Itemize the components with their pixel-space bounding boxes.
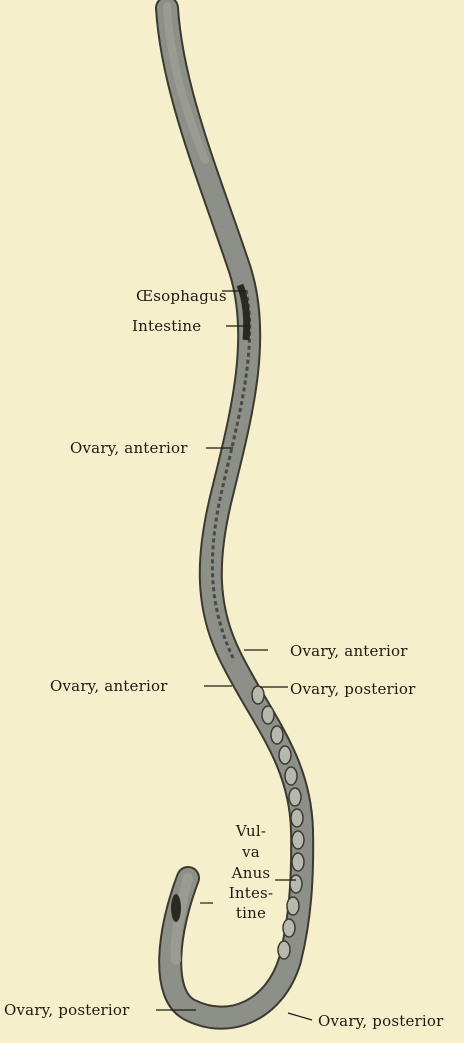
label-ovary-posterior-2: Ovary, posterior xyxy=(4,1001,130,1019)
label-intestine-anterior: Intestine xyxy=(132,317,201,335)
label-vulva-line1: Vul- xyxy=(228,822,274,840)
label-intestine-posterior-line1: Intes- xyxy=(216,884,286,902)
label-esophagus: Œsophagus xyxy=(136,287,227,305)
label-ovary-anterior-1: Ovary, anterior xyxy=(70,439,188,457)
posterior-intestine-spot xyxy=(171,894,181,922)
label-vulva-line2: va xyxy=(228,843,274,861)
label-ovary-anterior-2: Ovary, anterior xyxy=(290,642,408,660)
label-anus: Anus xyxy=(220,864,282,882)
label-ovary-posterior-1: Ovary, posterior xyxy=(290,680,416,698)
label-intestine-posterior-line2: tine xyxy=(216,904,286,922)
label-ovary-anterior-3: Ovary, anterior xyxy=(50,677,168,695)
label-ovary-posterior-3: Ovary, posterior xyxy=(318,1012,444,1030)
